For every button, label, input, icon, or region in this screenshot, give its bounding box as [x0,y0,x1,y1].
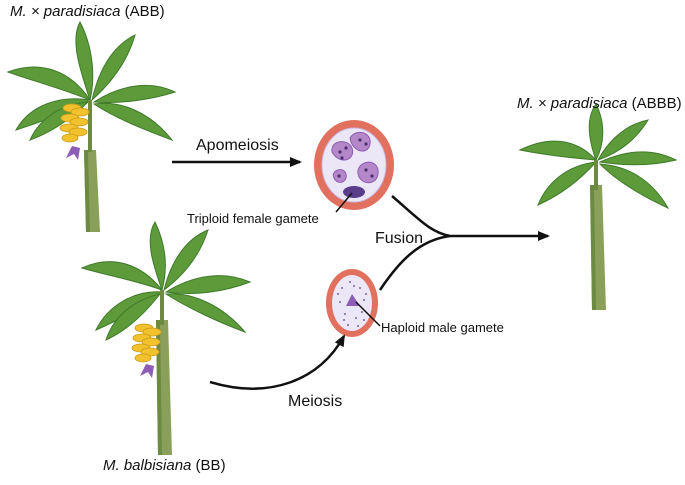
plant-offspring [518,103,678,310]
label-apomeiosis: Apomeiosis [196,137,279,154]
label-parent-diploid: M. balbisiana (BB) [103,457,226,474]
label-offspring: M. × paradisiaca (ABBB) [517,95,682,112]
label-female-gamete: Triploid female gamete [187,211,319,226]
arrow-fusion-male [378,234,451,291]
label-parent-triploid: M. × paradisiaca (ABB) [10,3,165,20]
pointer-male [355,301,381,327]
arrow-meiosis [209,334,346,390]
male-gamete [326,269,378,337]
pointer-female [335,192,353,213]
label-meiosis: Meiosis [288,393,343,410]
flower-diploid [140,364,154,378]
banana-bunch-triploid [59,103,90,143]
flower-triploid [66,146,80,160]
label-fusion: Fusion [375,230,424,247]
plant-triploid [6,20,177,232]
label-male-gamete: Haploid male gamete [381,320,504,335]
plant-diploid [80,220,252,455]
female-nucleus [343,186,365,198]
banana-bunch-diploid [131,323,162,363]
female-gamete [314,120,394,210]
